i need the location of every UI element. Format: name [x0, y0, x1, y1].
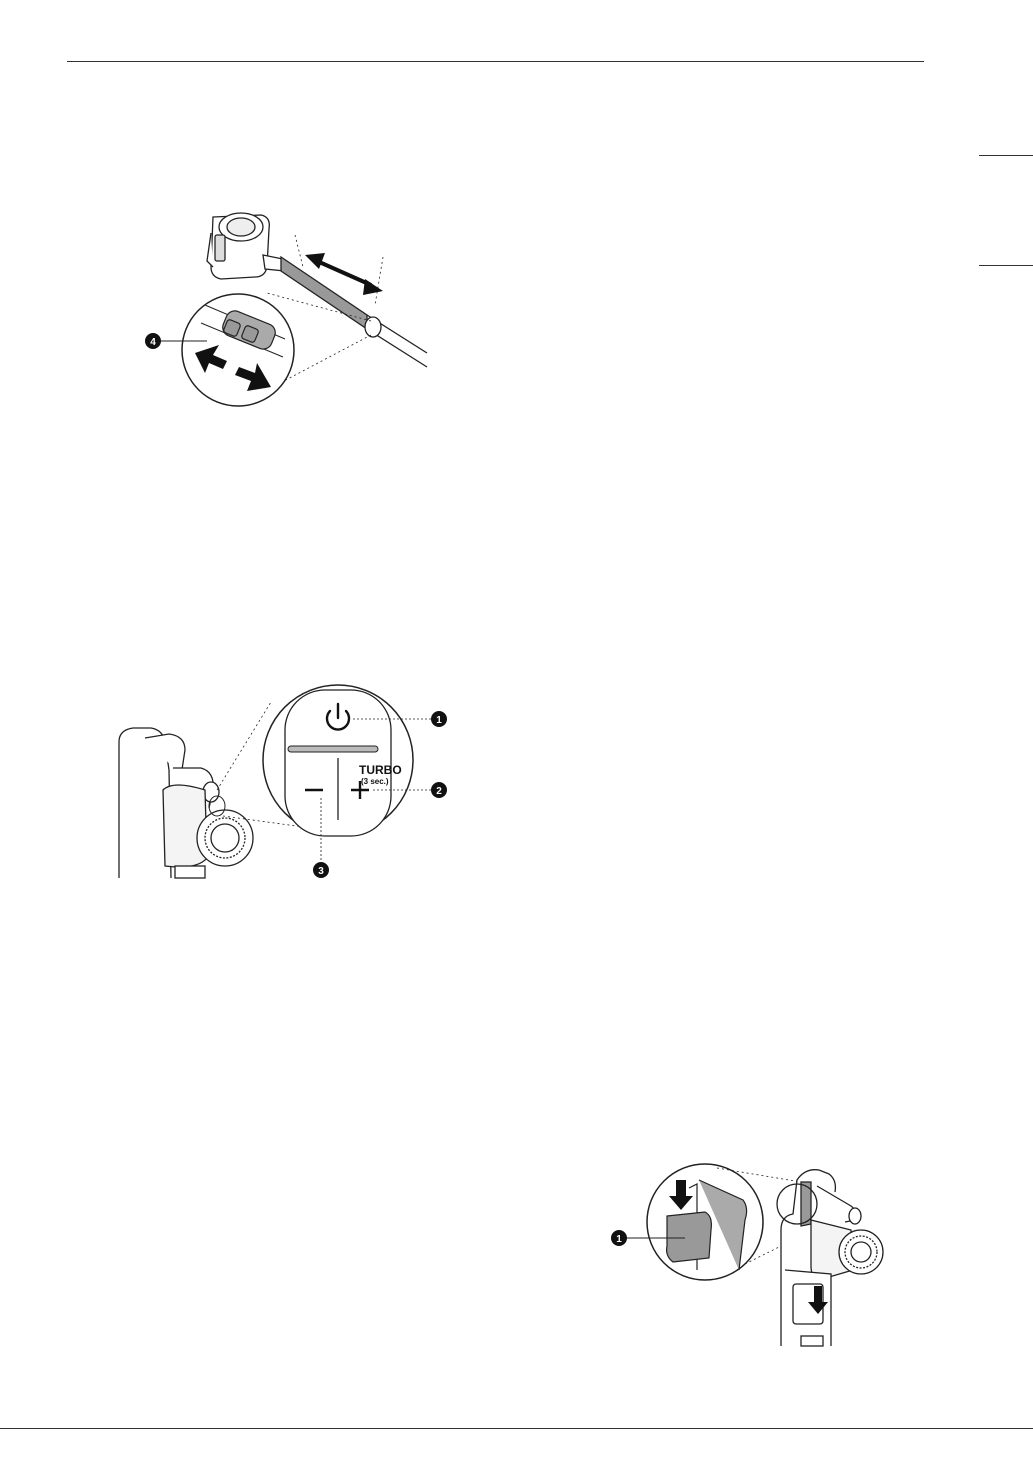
control-panel-zoom: TURBO (3 sec.) — [263, 685, 413, 836]
side-tab-rule-bottom — [979, 265, 1033, 266]
power-bar — [288, 746, 378, 752]
figure-filter-tab: 1 — [605, 1160, 895, 1350]
figure-tube-adjustment: 4 — [135, 205, 445, 415]
header-rule — [67, 61, 924, 62]
zoom-circle-release-button — [182, 294, 294, 406]
filter-tab-icon — [667, 1212, 712, 1262]
callout-1-label: 1 — [616, 1234, 622, 1245]
turbo-label: TURBO — [359, 763, 402, 777]
footer-rule — [0, 1428, 1033, 1429]
callout-1-label: 1 — [436, 715, 442, 726]
figure-control-buttons: TURBO (3 sec.) 1 2 3 — [105, 680, 465, 880]
turbo-hint: (3 sec.) — [361, 777, 389, 786]
extension-tube-icon — [281, 235, 427, 367]
callout-2-label: 2 — [436, 786, 442, 797]
zoom-leader-top — [217, 702, 271, 790]
side-tab-rule-top — [979, 155, 1033, 156]
vacuum-body-icon — [777, 1170, 883, 1346]
filter-zoom-circle — [647, 1164, 763, 1280]
callout-4-label: 4 — [150, 337, 156, 348]
vacuum-body-icon — [207, 213, 285, 279]
vacuum-handle-icon — [119, 728, 253, 878]
callout-3-label: 3 — [318, 866, 324, 877]
